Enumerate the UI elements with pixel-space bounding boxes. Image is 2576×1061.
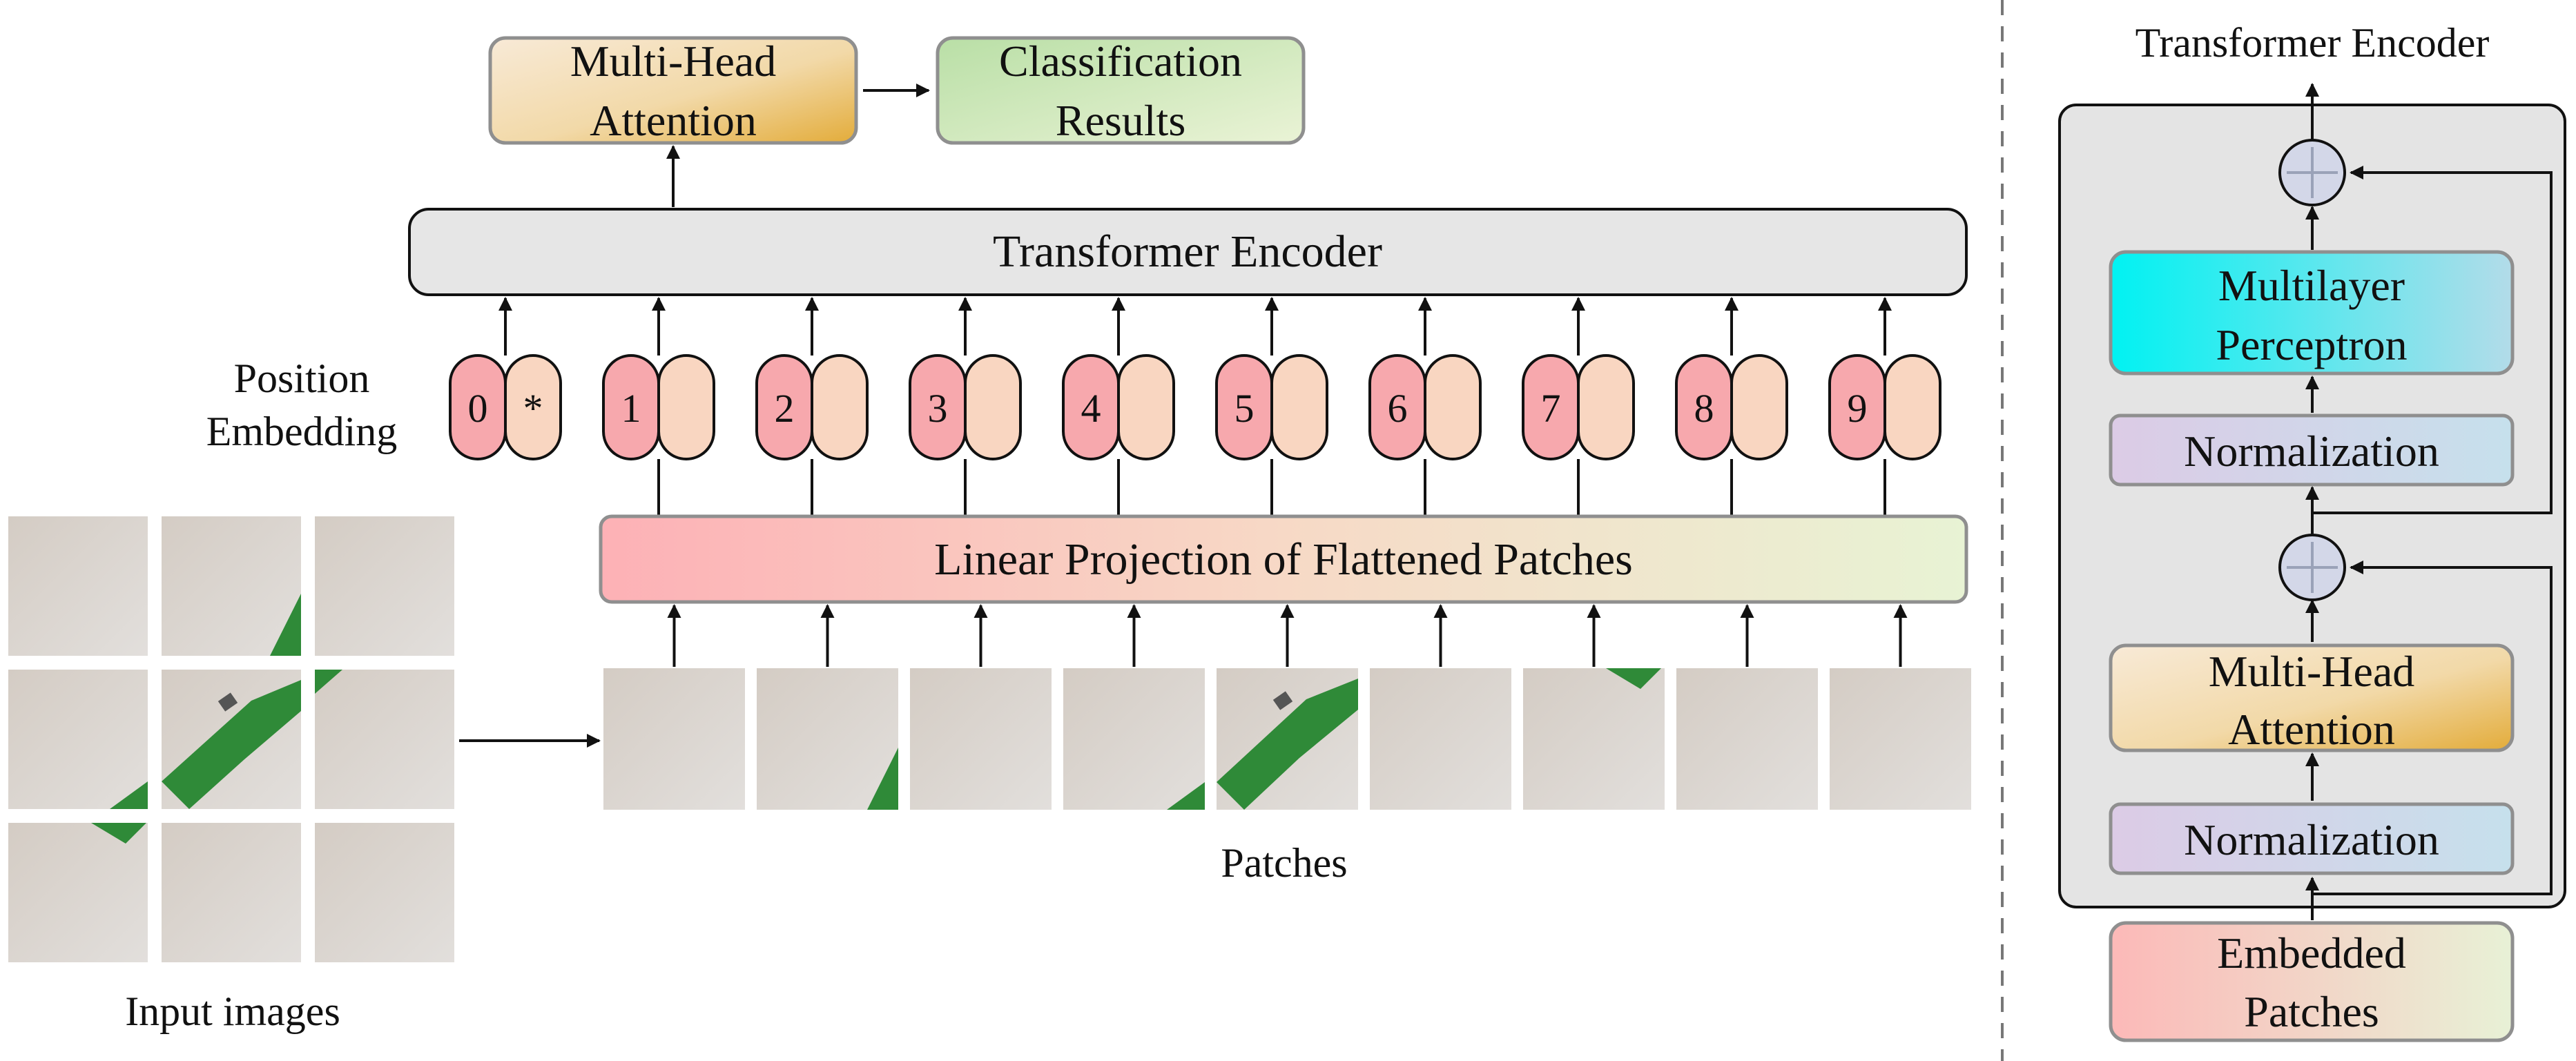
token-index-label: 1 [621,386,641,431]
input-image-tile [315,516,454,656]
mlp-label-line1: Multilayer [2218,261,2405,310]
input-image-tile [8,823,148,962]
mha-detail-line2: Attention [2228,705,2395,754]
token-index-label: 3 [928,386,948,431]
patch-token [1424,354,1482,460]
token-pair-3: 3 [909,297,1022,516]
embedded-label-line2: Patches [2244,987,2379,1036]
projection-label: Linear Projection of Flattened Patches [934,534,1633,585]
patch-token [657,354,715,460]
patch-token [964,354,1022,460]
patch-token [504,354,562,460]
token-pair-1: 1 [602,297,715,516]
token-pair-6: 6 [1368,297,1482,516]
patch-row [603,604,1971,810]
input-image-tile [315,823,454,962]
classification-label-line1: Classification [999,37,1242,86]
patch-image [1063,604,1205,810]
add-node-upper [2278,139,2346,206]
token-pair-2: 2 [755,297,869,516]
token-index-label: 5 [1234,386,1255,431]
token-pair-5: 5 [1215,297,1328,516]
token-index-label: 7 [1541,386,1561,431]
patch-image [757,604,898,810]
classification-label-line2: Results [1056,96,1185,145]
patches-label: Patches [1221,840,1347,886]
mha-label-line2: Attention [590,96,757,145]
token-index-label: 8 [1694,386,1714,431]
norm-lower-label: Normalization [2184,815,2439,864]
token-pair-8: 8 [1675,297,1788,516]
token-index-label: 9 [1848,386,1868,431]
patch-token [1117,354,1175,460]
mlp-label-line2: Perceptron [2216,320,2407,369]
mha-detail-line1: Multi-Head [2209,647,2415,696]
patch-image [603,604,745,810]
input-image-tile [8,516,148,656]
token-pair-9: 9 [1828,297,1941,516]
encoder-detail-title: Transformer Encoder [2136,20,2490,66]
patch-token [1730,354,1788,460]
token-index-label: 6 [1388,386,1408,431]
patch-image [1676,604,1818,810]
token-pair-7: 7 [1522,297,1635,516]
patch-token [1883,354,1941,460]
token-index-label: 0 [468,386,488,431]
mha-label-line1: Multi-Head [570,37,777,86]
embedded-label-line1: Embedded [2217,928,2406,977]
patch-image [1217,604,1358,810]
norm-upper-label: Normalization [2184,427,2439,476]
multi-head-attention-box: Multi-Head Attention [488,36,858,145]
linear-projection-bar: Linear Projection of Flattened Patches [599,514,1968,604]
encoder-label: Transformer Encoder [993,226,1382,277]
add-node-lower [2278,534,2346,601]
patch-token [811,354,869,460]
input-image-grid [8,516,454,962]
patch-image [1523,604,1665,810]
token-index-label: 2 [775,386,795,431]
transformer-encoder-bar: Transformer Encoder [408,208,1968,296]
normalization-box-upper: Normalization [2109,413,2515,487]
patch-image [1830,604,1971,810]
patch-token [1577,354,1635,460]
input-image-tile [162,670,301,809]
residual-lower-connection [2312,561,2553,895]
input-image-tile [315,670,454,809]
input-image-tile [162,823,301,962]
residual-upper-connection [2312,166,2553,514]
position-label-line2: Embedding [206,409,398,454]
input-image-tile [162,516,301,656]
multi-head-attention-detail-box: Multi-Head Attention [2109,643,2515,754]
input-images-label: Input images [125,989,340,1034]
token-pair-0: 0* [449,297,562,460]
position-label-line1: Position [234,356,370,401]
patch-image [910,604,1052,810]
normalization-box-lower: Normalization [2109,802,2515,875]
patch-image [1370,604,1511,810]
multilayer-perceptron-box: Multilayer Perceptron [2109,250,2515,376]
patch-token [1270,354,1328,460]
token-pair-4: 4 [1062,297,1175,516]
token-index-label: 4 [1081,386,1101,431]
embedded-patches-box: Embedded Patches [2109,921,2515,1042]
input-image-tile [8,670,148,809]
classification-results-box: Classification Results [936,36,1306,145]
token-extra-label: * [523,386,543,431]
